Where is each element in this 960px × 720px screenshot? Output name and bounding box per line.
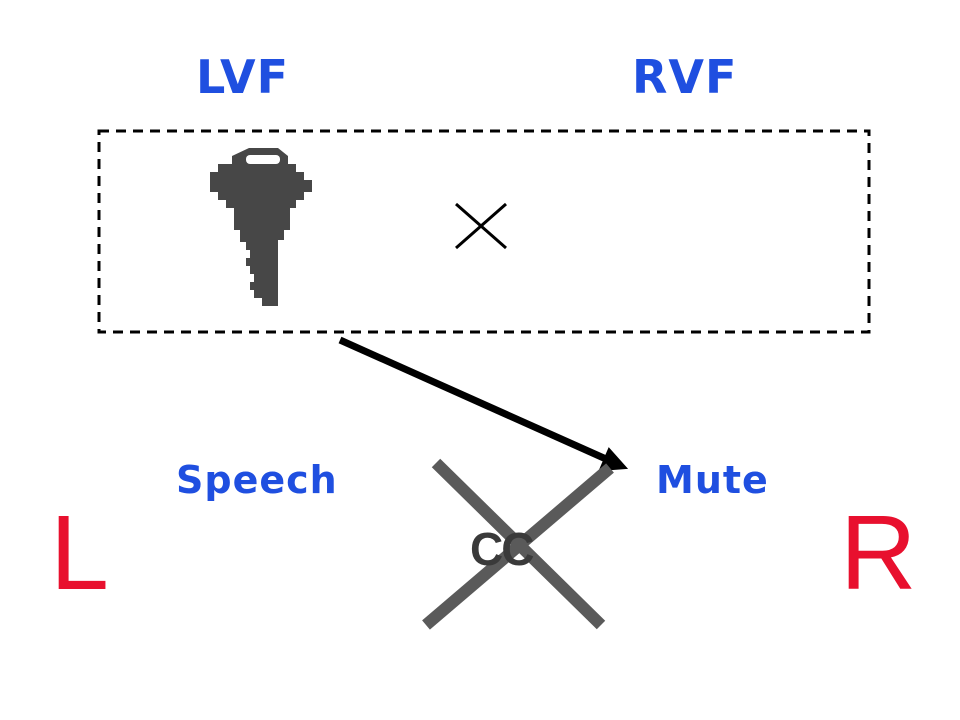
visual-field-frame xyxy=(97,129,871,334)
corpus-callosum-label: CC xyxy=(470,523,534,575)
mute-label: Mute xyxy=(656,458,769,502)
cc-severed-cross xyxy=(422,458,614,630)
fixation-cross xyxy=(455,202,507,250)
speech-label: Speech xyxy=(176,458,338,502)
lvf-label: LVF xyxy=(196,50,290,104)
key-icon xyxy=(210,148,312,306)
right-hemisphere-letter: R xyxy=(840,494,917,612)
left-hemisphere-letter: L xyxy=(50,494,109,612)
projection-arrow xyxy=(338,336,629,472)
rvf-label: RVF xyxy=(632,50,738,104)
